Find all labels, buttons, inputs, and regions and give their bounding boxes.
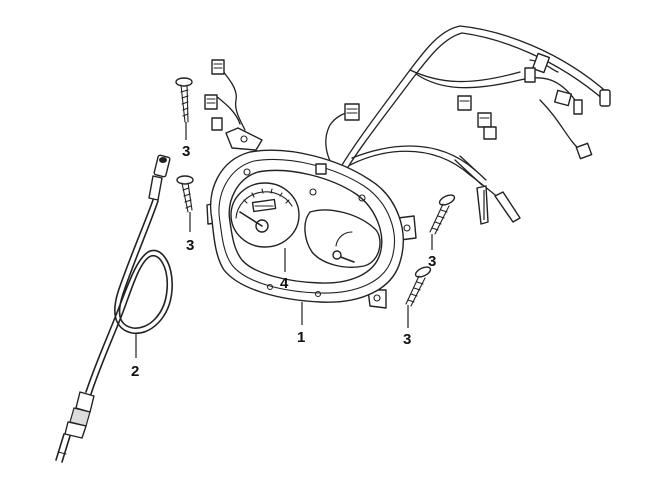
callout-4: 4 (280, 275, 289, 292)
callout-3-right-upper: 3 (428, 253, 436, 270)
terminal-leads (476, 185, 521, 225)
instrument-cluster-housing (206, 127, 417, 309)
screw-right-upper (429, 194, 456, 235)
callout-3-right-lower: 3 (403, 331, 411, 348)
callout-3-mid-left: 3 (186, 237, 194, 254)
connector-right-group (457, 95, 497, 140)
callouts: 1 2 3 3 3 3 4 (131, 143, 436, 380)
callout-2: 2 (131, 363, 139, 380)
screw-mid-left (176, 175, 194, 213)
leader-lines (135, 122, 433, 358)
screw-right-lower (405, 266, 432, 307)
callout-3-upper-left: 3 (182, 143, 190, 160)
screw-upper-left (175, 77, 193, 123)
connector-top-right (524, 52, 611, 160)
speedometer-cable (55, 154, 173, 463)
callout-1: 1 (297, 329, 305, 346)
connector-center (344, 103, 360, 121)
connector-top-left (204, 59, 225, 131)
